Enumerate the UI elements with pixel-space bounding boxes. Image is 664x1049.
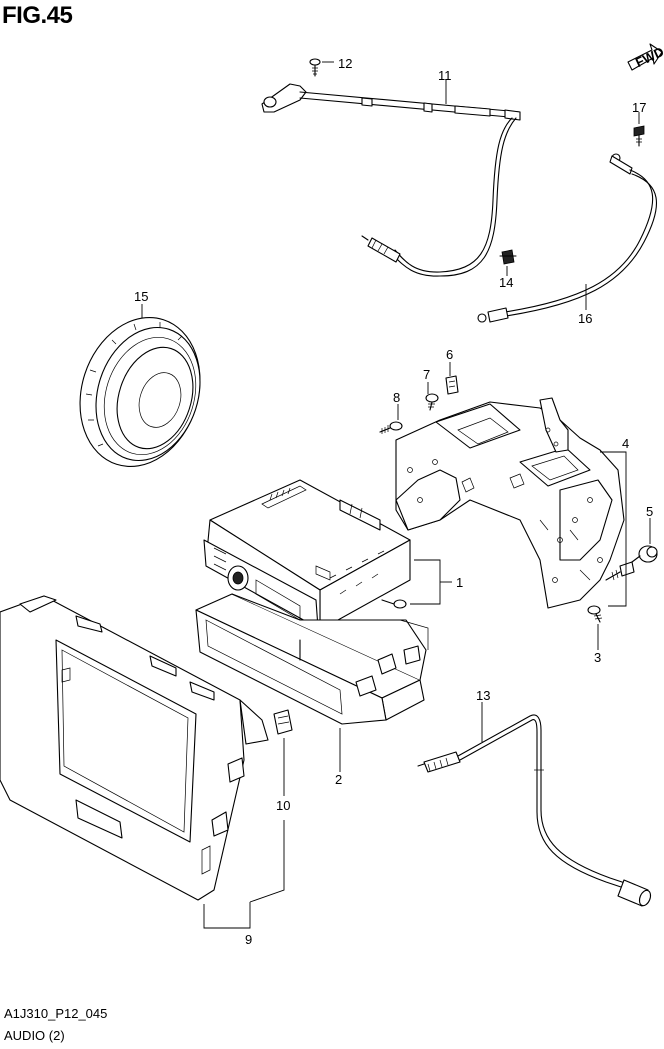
callout-12: 12 [338, 56, 352, 71]
callout-7: 7 [423, 367, 430, 382]
extension-cable-icon-part-13 [417, 714, 652, 907]
bezel-panel-icon-part-9 [0, 595, 269, 901]
screw-icon-part-3 [587, 605, 603, 623]
callout-11: 11 [438, 68, 452, 83]
callout-13: 13 [476, 688, 490, 703]
callout-4: 4 [622, 436, 629, 451]
screw-icon-part-7 [425, 393, 439, 411]
callout-8: 8 [393, 390, 400, 405]
speaker-icon-part-15 [79, 316, 201, 468]
screw-icon-bracket-side [605, 561, 635, 581]
screw-icon-part-8 [379, 421, 403, 434]
callout-16: 16 [578, 311, 592, 326]
callout-6: 6 [446, 347, 453, 362]
screw-icon-radio [381, 599, 407, 609]
callout-3: 3 [594, 650, 601, 665]
clamp-icon-part-14 [499, 249, 517, 265]
leader-lines [141, 61, 651, 929]
callout-1: 1 [456, 575, 463, 590]
callout-labels: 12 11 17 14 16 15 6 7 8 4 5 1 3 13 2 10 … [134, 56, 653, 947]
callout-9: 9 [245, 932, 252, 947]
screw-icon-part-12 [309, 58, 321, 77]
antenna-cable-icon-part-11 [261, 83, 521, 277]
clip-icon-part-6 [445, 375, 459, 395]
ground-wire-icon-part-16 [477, 153, 658, 323]
fwd-label: FWD [633, 44, 664, 70]
section-name: AUDIO (2) [4, 1028, 65, 1043]
callout-5: 5 [646, 504, 653, 519]
clip-icon-part-10 [273, 709, 293, 735]
mounting-bracket-icon-part-4 [395, 397, 625, 609]
callout-2: 2 [335, 772, 342, 787]
fwd-arrow-icon: FWD [627, 43, 664, 71]
head-unit-radio-icon-part-1 [203, 479, 411, 631]
nut-icon-part-5 [631, 545, 658, 563]
figure-title: FIG.45 [2, 2, 73, 29]
callout-10: 10 [276, 798, 290, 813]
callout-14: 14 [499, 275, 513, 290]
drawing-code: A1J310_P12_045 [4, 1006, 108, 1021]
callout-17: 17 [632, 100, 646, 115]
mounting-sleeve-icon-part-2 [195, 593, 429, 725]
callout-15: 15 [134, 289, 148, 304]
bolt-icon-part-17 [633, 125, 645, 147]
